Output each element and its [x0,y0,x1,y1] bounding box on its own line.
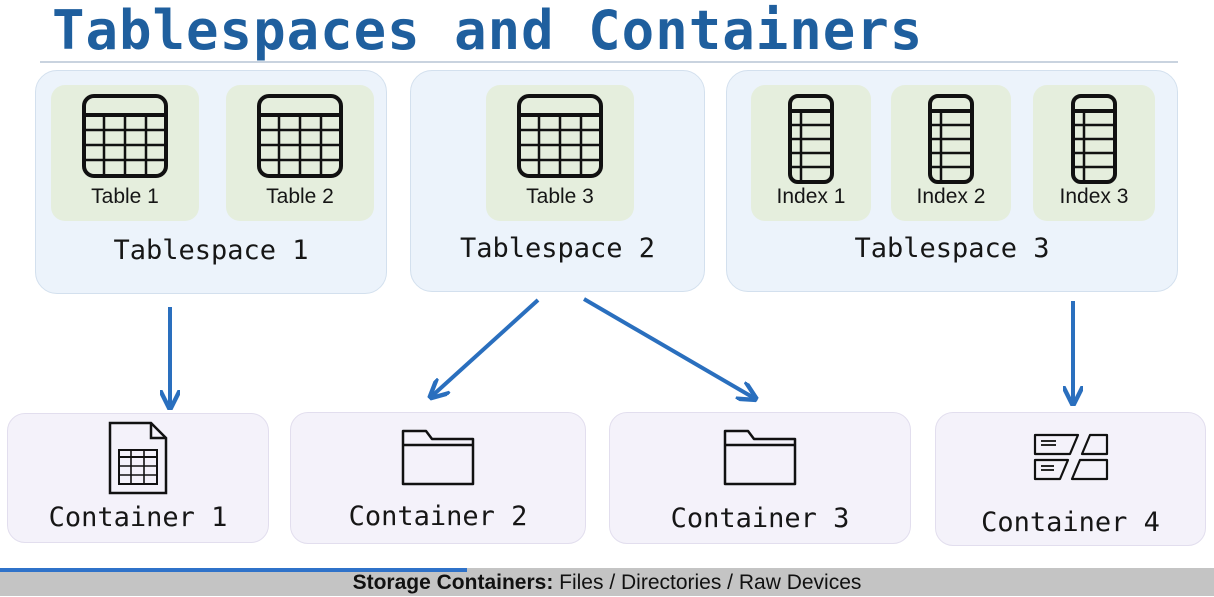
index-3-label: Index 3 [1059,185,1129,208]
page-title: Tablespaces and Containers [52,0,924,62]
tablespace-3-box: Index 1 Index 2 Index 3 Tablespace 3 [726,70,1178,292]
caption-bold: Storage Containers: [352,571,554,594]
caption-text: Files / Directories / Raw Devices [553,571,862,594]
file-icon [108,421,168,495]
table-1-label: Table 1 [91,185,159,208]
folder-icon [401,429,475,486]
table-2-label: Table 2 [266,185,334,208]
container-1-box: Container 1 [7,413,269,543]
tablespace-2-box: Table 3 Tablespace 2 [410,70,705,292]
container-2-box: Container 2 [290,412,586,544]
table-3-tile: Table 3 [486,85,634,221]
arrow-ts2-to-c2 [432,298,540,396]
table-icon [517,94,603,178]
title-divider [40,61,1178,63]
tablespace-1-box: Table 1 Table 2 Tablespace 1 [35,70,387,294]
container-1-label: Container 1 [48,502,228,533]
table-3-label: Table 3 [526,185,594,208]
index-2-label: Index 2 [916,185,986,208]
index-icon [788,94,834,184]
container-3-label: Container 3 [670,503,850,534]
table-2-tile: Table 2 [226,85,374,221]
table-1-tile: Table 1 [51,85,199,221]
caption-bar [0,568,1214,596]
raw-device-icon [1033,433,1108,481]
index-1-tile: Index 1 [751,85,871,221]
index-2-tile: Index 2 [891,85,1011,221]
arrow-ts2-to-c3 [582,297,754,398]
caption: Storage Containers: Files / Directories … [0,569,1214,597]
tablespace-1-label: Tablespace 1 [113,235,309,266]
container-3-box: Container 3 [609,412,911,544]
container-4-box: Container 4 [935,412,1206,546]
index-3-tile: Index 3 [1033,85,1155,221]
table-icon [82,94,168,178]
video-progress-bar[interactable] [0,568,467,572]
index-icon [928,94,974,184]
table-icon [257,94,343,178]
folder-icon [723,429,797,486]
container-4-label: Container 4 [981,507,1160,538]
tablespace-3-label: Tablespace 3 [854,233,1050,264]
index-icon [1071,94,1117,184]
tablespace-2-label: Tablespace 2 [459,233,656,264]
container-2-label: Container 2 [348,501,528,532]
index-1-label: Index 1 [776,185,846,208]
